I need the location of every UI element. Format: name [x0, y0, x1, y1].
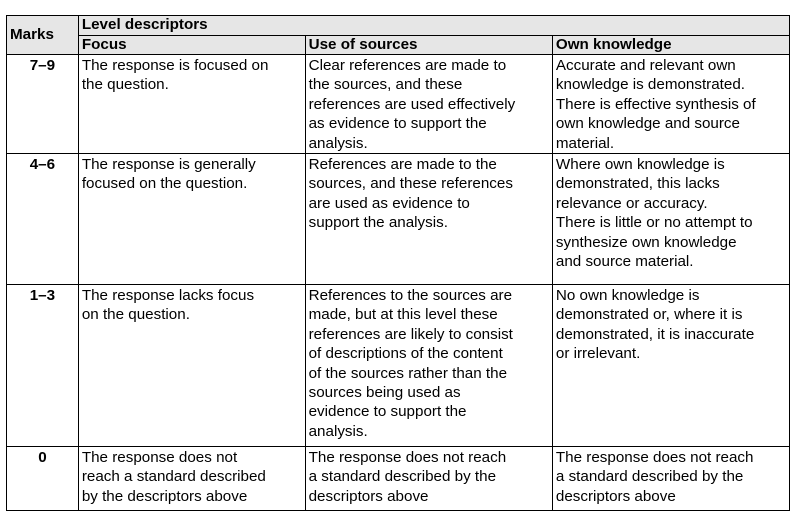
sources-descriptor: References are made to the sources, and … [304, 153, 553, 286]
sources-descriptor: References to the sources are made, but … [304, 284, 553, 448]
own-knowledge-descriptor: Where own knowledge is demonstrated, thi… [551, 153, 791, 286]
table-row: 0 The response does not reach a standard… [6, 446, 791, 512]
own-knowledge-descriptor: Accurate and relevant own knowledge is d… [551, 53, 791, 155]
focus-descriptor: The response lacks focus on the question… [77, 284, 306, 448]
own-knowledge-descriptor: No own knowledge is demonstrated or, whe… [551, 284, 791, 448]
table-row: 7–9 The response is focused on the quest… [6, 53, 791, 155]
sources-descriptor: The response does not reach a standard d… [304, 446, 553, 512]
focus-descriptor: The response is generally focused on the… [77, 153, 306, 286]
header-row-sub: Focus Use of sources Own knowledge [7, 35, 791, 55]
focus-header: Focus [77, 35, 306, 55]
focus-descriptor: The response is focused on the question. [77, 53, 306, 155]
mark-band: 7–9 [6, 53, 79, 155]
markscheme-table: Marks Level descriptors Focus Use of sou… [6, 15, 791, 512]
level-descriptors-header: Level descriptors [77, 15, 791, 36]
table-row: 4–6 The response is generally focused on… [6, 153, 791, 286]
table-row: 1–3 The response lacks focus on the ques… [6, 284, 791, 448]
own-knowledge-header: Own knowledge [551, 35, 791, 55]
mark-band: 1–3 [6, 284, 79, 448]
markscheme-table-wrapper: Marks Level descriptors Focus Use of sou… [6, 15, 791, 512]
own-knowledge-descriptor: The response does not reach a standard d… [551, 446, 791, 512]
sources-descriptor: Clear references are made to the sources… [304, 53, 553, 155]
mark-band: 4–6 [6, 153, 79, 286]
focus-descriptor: The response does not reach a standard d… [77, 446, 306, 512]
header-row-top: Marks Level descriptors [6, 15, 791, 55]
use-of-sources-header: Use of sources [304, 35, 553, 55]
mark-band: 0 [6, 446, 79, 512]
marks-header: Marks [6, 15, 79, 55]
